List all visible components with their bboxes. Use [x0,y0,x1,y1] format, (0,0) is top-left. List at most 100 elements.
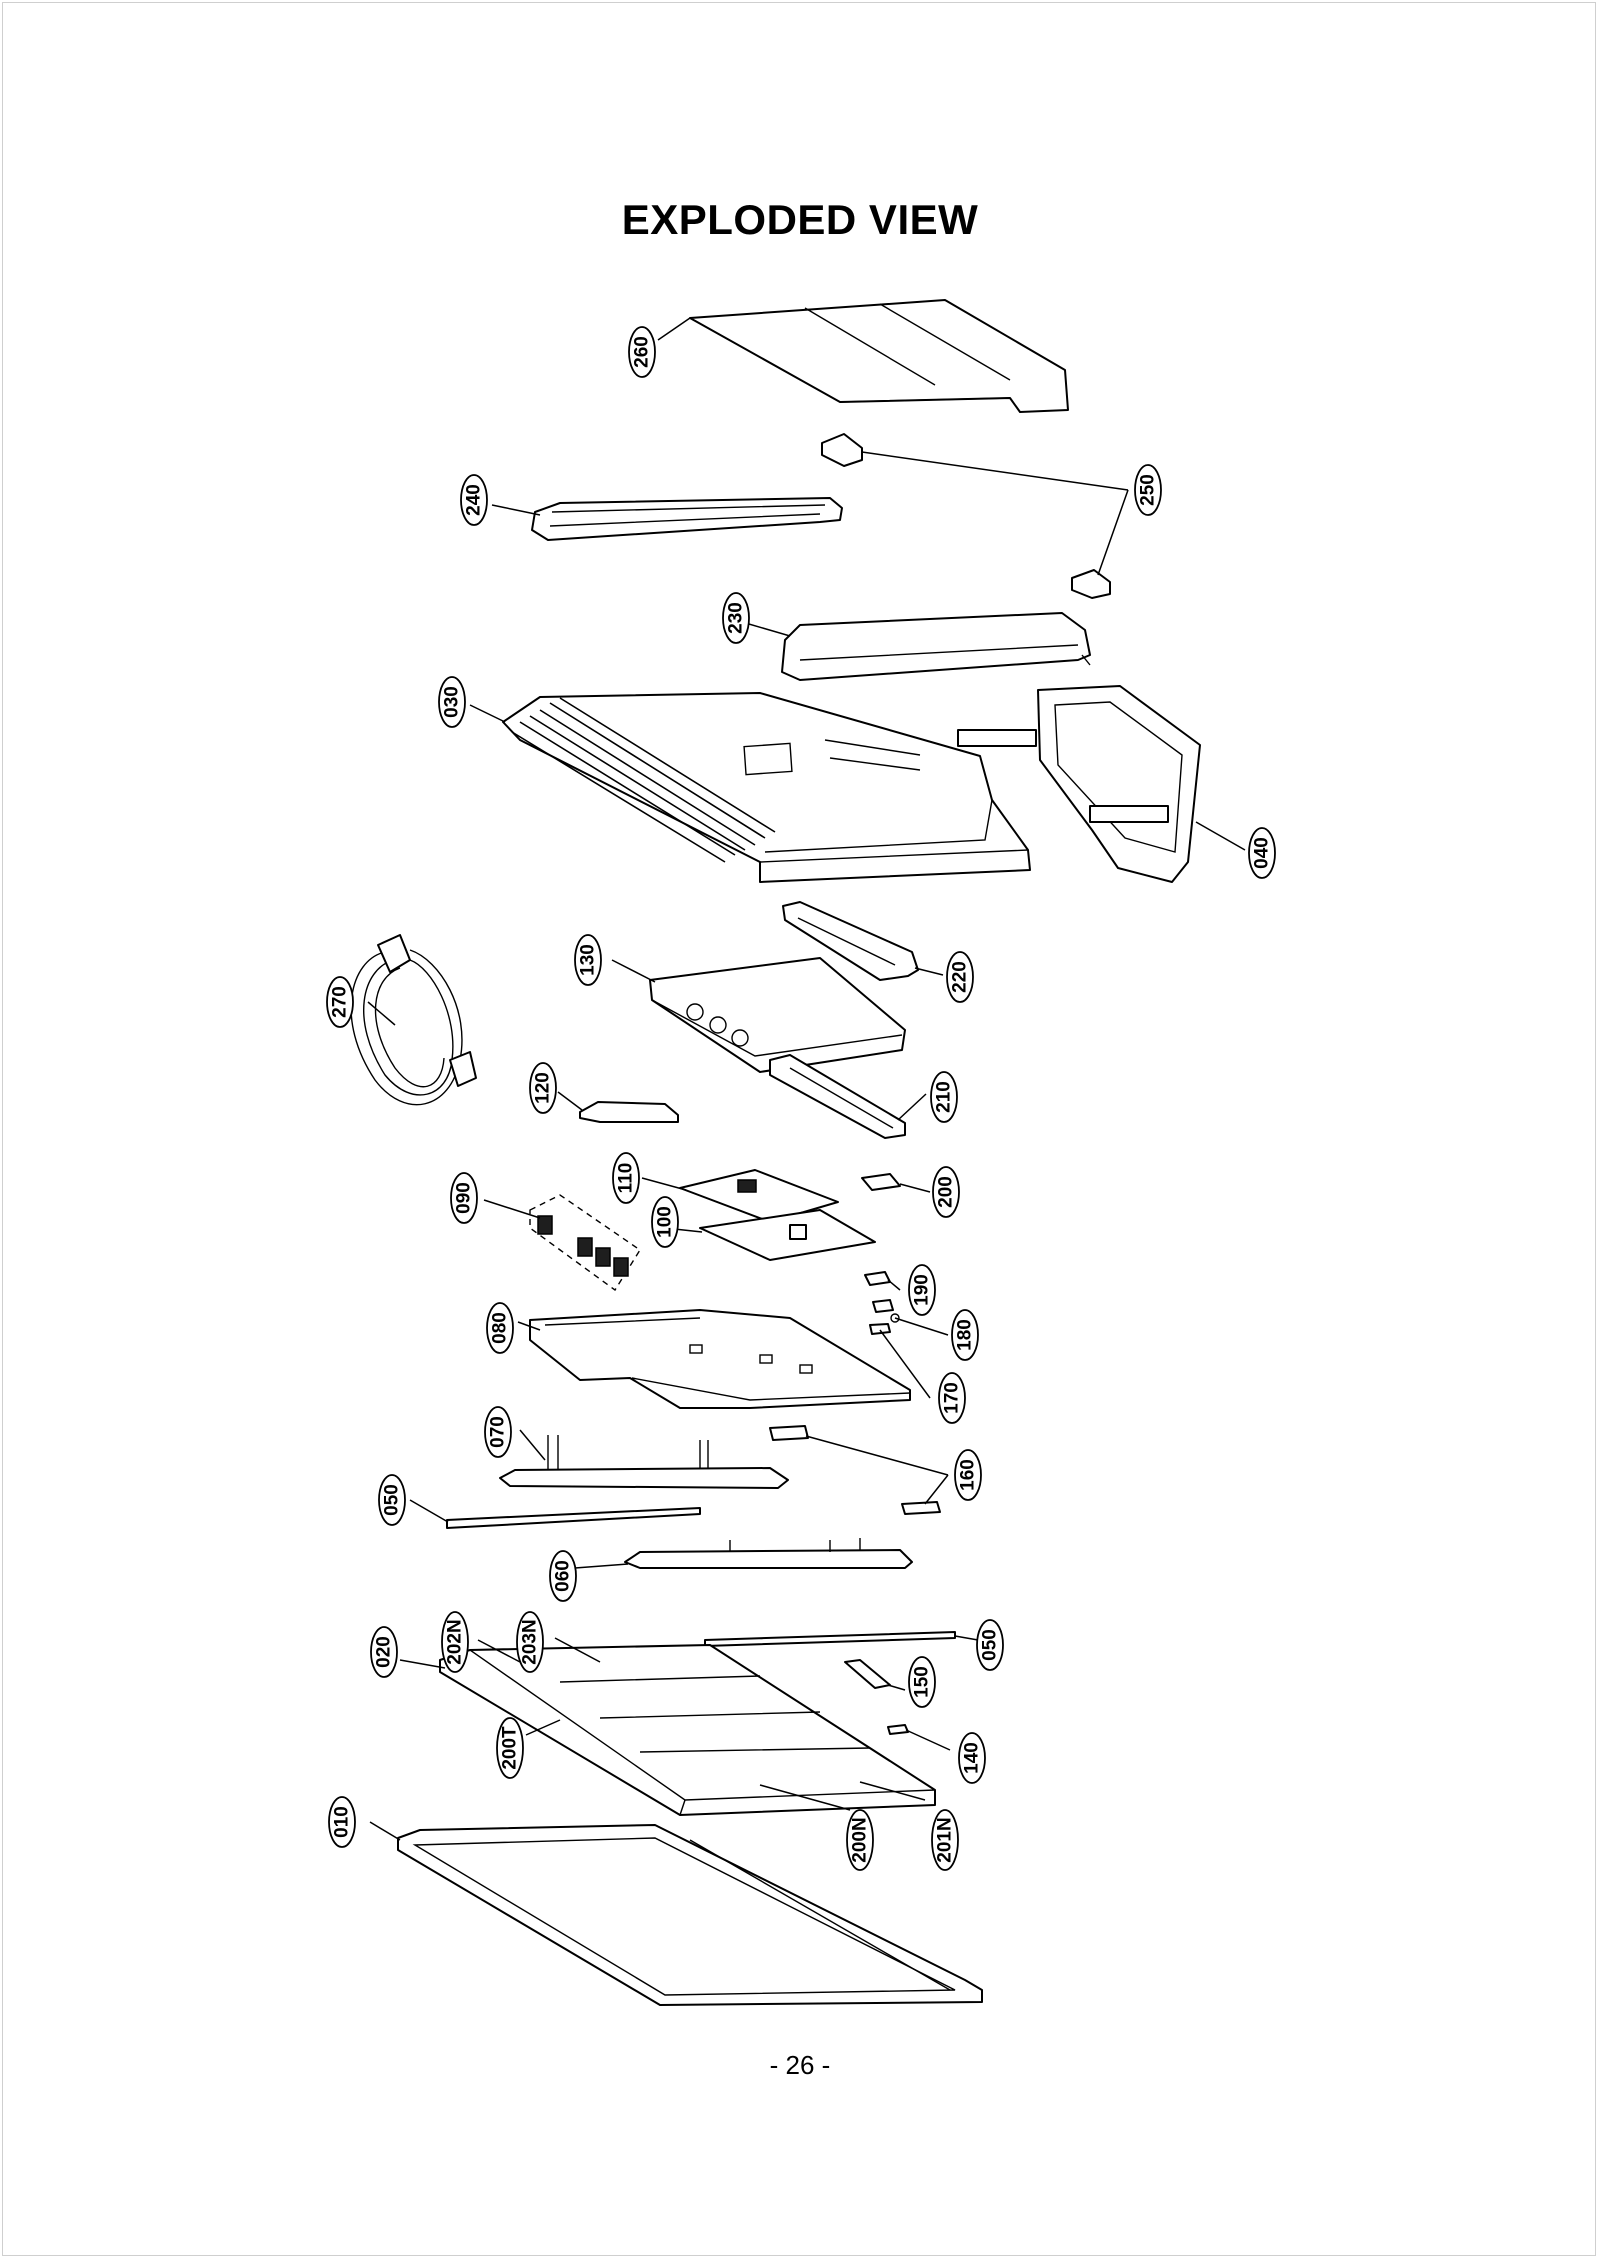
part-040-stand-neck [957,685,1201,883]
callout-label: 250 [1138,474,1159,506]
callout-oval [908,1264,936,1316]
callout-210: 210 [930,1071,958,1123]
callout-oval [484,1406,512,1458]
callout-oval [951,1309,979,1361]
callout-label: 060 [553,1560,574,1592]
callout-270: 270 [326,976,354,1028]
part-260-stand-cover [689,299,1069,413]
callout-label: 200 [936,1176,957,1208]
callout-oval [954,1449,982,1501]
callout-oval [932,1166,960,1218]
callout-label: 190 [912,1274,933,1306]
callout-oval [460,474,488,526]
callout-label: 200T [500,1726,521,1770]
callout-203N: 203N [516,1611,544,1673]
callout-oval [976,1619,1004,1671]
part-210-io-plate [769,1054,906,1139]
callout-oval [938,1372,966,1424]
callout-oval [908,1656,936,1708]
callout-oval [516,1611,544,1673]
callout-label: 270 [330,986,351,1018]
part-070-support-bar [499,1435,789,1489]
callout-label: 203N [520,1619,541,1664]
callout-220: 220 [946,951,974,1003]
callout-label: 160 [958,1459,979,1491]
callout-110: 110 [612,1152,640,1204]
callout-label: 100 [655,1206,676,1238]
callout-label: 170 [942,1382,963,1414]
callout-oval [370,1626,398,1678]
page-number: - 26 - [769,2050,831,2080]
callout-240: 240 [460,474,488,526]
callout-oval [529,1062,557,1114]
part-100-pcb [699,1209,876,1261]
callout-030: 030 [438,676,466,728]
callout-050a: 050 [378,1474,406,1526]
callout-oval [574,934,602,986]
part-110-main-pcb [679,1169,839,1223]
callout-050b: 050 [976,1619,1004,1671]
callout-090: 090 [450,1172,478,1224]
part-160-bracket-upper [769,1425,809,1441]
callout-oval [931,1809,959,1871]
callout-label: 070 [488,1416,509,1448]
callout-250: 250 [1134,464,1162,516]
callout-oval [450,1172,478,1224]
part-120-small-bracket [579,1101,679,1123]
callout-200: 200 [932,1166,960,1218]
callout-label: 120 [533,1072,554,1104]
part-180-clip [872,1299,900,1323]
callout-130: 130 [574,934,602,986]
part-160-bracket-lower [901,1501,941,1515]
callout-label: 050 [382,1484,403,1516]
callout-040: 040 [1248,827,1276,879]
callout-label: 260 [632,336,653,368]
callout-label: 050 [980,1629,1001,1661]
callout-oval [441,1611,469,1673]
callout-oval [612,1152,640,1204]
callout-oval [1134,464,1162,516]
callout-201N: 201N [931,1809,959,1871]
callout-oval [1248,827,1276,879]
callout-label: 020 [374,1636,395,1668]
callout-200N: 200N [846,1809,874,1871]
callout-oval [378,1474,406,1526]
callout-100: 100 [651,1196,679,1248]
callout-label: 150 [912,1666,933,1698]
callout-label: 030 [442,686,463,718]
callout-080: 080 [486,1302,514,1354]
callout-160: 160 [954,1449,982,1501]
part-220-bracket [782,901,919,981]
callout-oval [651,1196,679,1248]
callout-120: 120 [529,1062,557,1114]
part-250-cap-lower [1071,569,1111,599]
part-090-connector-group [529,1194,641,1292]
callout-label: 110 [616,1163,637,1194]
part-170-clip [869,1323,891,1335]
callout-150: 150 [908,1656,936,1708]
callout-label: 240 [464,484,485,516]
callout-label: 210 [934,1081,955,1113]
callout-070: 070 [484,1406,512,1458]
callout-label: 202N [445,1619,466,1664]
callout-label: 140 [962,1742,983,1774]
part-050-rail-lower [704,1631,956,1647]
part-080-chassis-plate [529,1309,911,1409]
callout-oval [958,1732,986,1784]
callout-label: 180 [955,1319,976,1351]
part-240-stand-base [531,497,843,541]
callout-group: 260 250 240 230 030 040 270 130 220 120 210 110 200 0… [326,326,1276,1871]
part-150-board [844,1659,891,1689]
callout-140: 140 [958,1732,986,1784]
part-060-support-bar [624,1538,913,1569]
callout-020: 020 [370,1626,398,1678]
callout-230: 230 [722,592,750,644]
callout-oval [326,976,354,1028]
part-230-cover [781,612,1091,681]
callout-oval [328,1796,356,1848]
part-250-cap-upper [821,433,863,467]
callout-oval [846,1809,874,1871]
callout-010: 010 [328,1796,356,1848]
